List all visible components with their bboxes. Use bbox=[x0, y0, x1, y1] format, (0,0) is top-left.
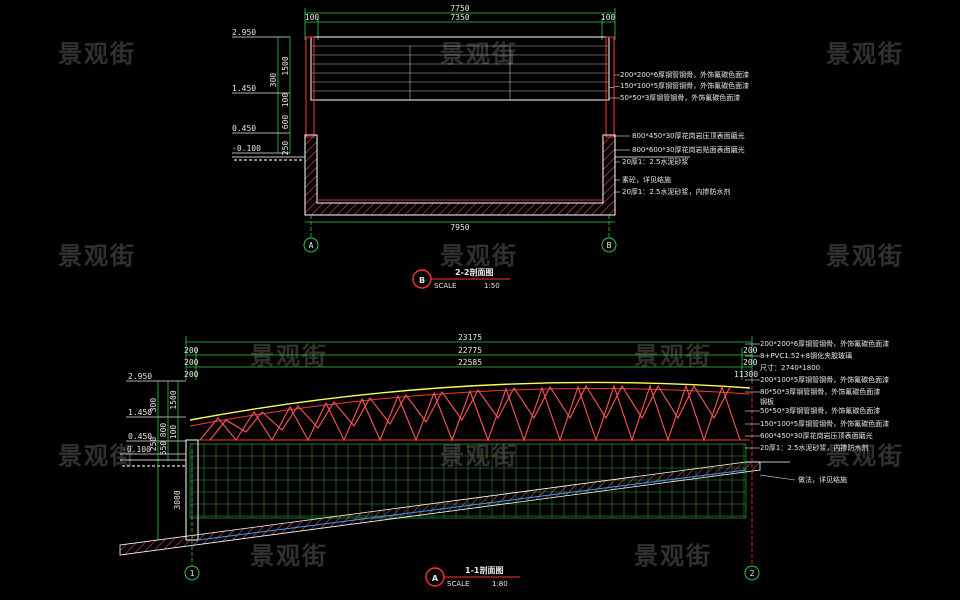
dim-inner: 22585 bbox=[458, 358, 482, 367]
vdim: 600 bbox=[281, 115, 290, 130]
note: 20厚1：2.5水泥砂浆，内掺防水剂 bbox=[760, 443, 869, 452]
note: 200*200*6厚钢管钢骨，外饰氟碳色面漆 bbox=[760, 339, 889, 348]
vdim: 300 bbox=[269, 73, 278, 88]
note: 50*50*3厚钢管钢骨，外饰氟碳色面漆 bbox=[760, 406, 880, 415]
vdim: 250 bbox=[149, 437, 158, 452]
note: 20厚1：2.5水泥砂浆，内掺防水剂 bbox=[622, 187, 731, 196]
level-2950: 2.950 bbox=[232, 28, 256, 37]
axis-bubble-b bbox=[601, 237, 617, 253]
level-minus0100: -0.100 bbox=[122, 445, 151, 454]
note: 200*100*5厚钢管钢骨，外饰氟碳色面漆 bbox=[760, 375, 889, 384]
vdim: 250 bbox=[281, 141, 290, 156]
vdim: 300 bbox=[149, 398, 158, 413]
section-1-1: 23175 22775 22585 200 200 200 200 200 11… bbox=[119, 333, 889, 588]
axis-label-1: 1 bbox=[190, 569, 195, 578]
vdim: 550 bbox=[159, 441, 168, 456]
axis-label-2: 2 bbox=[750, 569, 755, 578]
level-0450: 0.450 bbox=[232, 124, 256, 133]
level-0450: 0.450 bbox=[128, 432, 152, 441]
truss bbox=[199, 384, 741, 442]
level-minus0100: -0.100 bbox=[232, 144, 261, 153]
note: 素砼，详见结施 bbox=[622, 175, 671, 184]
vdim: 1500 bbox=[169, 390, 178, 409]
dim-inner: 7350 bbox=[450, 13, 469, 22]
scale-value: 1:80 bbox=[492, 580, 508, 588]
axis-label-b: B bbox=[607, 241, 612, 250]
note: 800*450*30厚花岗岩压顶表面磨光 bbox=[632, 131, 745, 140]
vdim: 800 bbox=[159, 423, 168, 438]
dim-left-edge: 100 bbox=[305, 13, 320, 22]
dim-mid: 22775 bbox=[458, 346, 482, 355]
dim-small: 200 bbox=[184, 346, 199, 355]
note: 尺寸：2740*1800 bbox=[760, 363, 820, 372]
dim-overall: 7750 bbox=[450, 4, 469, 13]
dim-small: 200 bbox=[743, 358, 758, 367]
dim-small: 200 bbox=[184, 358, 199, 367]
vdim: 100 bbox=[169, 425, 178, 440]
section-title: 1-1剖面图 bbox=[465, 565, 503, 575]
dim-small: 200 bbox=[184, 370, 199, 379]
dim-bottom: 7950 bbox=[450, 223, 469, 232]
title-letter: B bbox=[419, 276, 425, 285]
note: 150*100*5厚钢管钢骨，外饰氟碳色面漆 bbox=[620, 81, 749, 90]
axis-bubble-2 bbox=[744, 565, 760, 581]
scale-label: SCALE bbox=[447, 580, 469, 588]
vdim: 3080 bbox=[173, 490, 182, 509]
axis-bubble-1 bbox=[184, 565, 200, 581]
scale-value: 1:50 bbox=[484, 282, 500, 290]
axis-bubble-a bbox=[303, 237, 319, 253]
title-letter: A bbox=[432, 574, 439, 583]
note: 8+PVC1.52+8钢化夹胶玻璃 bbox=[760, 351, 852, 360]
note: 20厚1：2.5水泥砂浆 bbox=[622, 157, 689, 166]
note: 150*100*5厚钢管钢骨，外饰氟碳色面漆 bbox=[760, 419, 889, 428]
note: 80*50*3厚钢管钢骨，外饰氟碳色面漆 bbox=[760, 387, 880, 396]
dim-right-edge: 100 bbox=[601, 13, 616, 22]
axis-label-a: A bbox=[309, 241, 314, 250]
vdim: 1500 bbox=[281, 56, 290, 75]
note: 钢板 bbox=[760, 397, 774, 406]
level-2950: 2.950 bbox=[128, 372, 152, 381]
scale-label: SCALE bbox=[434, 282, 456, 290]
level-1450: 1.450 bbox=[128, 408, 152, 417]
dim-overall: 23175 bbox=[458, 333, 482, 342]
section-title: 2-2剖面图 bbox=[455, 267, 493, 277]
note: 200*200*6厚钢管钢骨，外饰氟碳色面漆 bbox=[620, 70, 749, 79]
level-1450: 1.450 bbox=[232, 84, 256, 93]
dim-small: 200 bbox=[743, 346, 758, 355]
dim-small: 11300 bbox=[734, 370, 758, 379]
note: 50*50*3厚钢管钢骨，外饰氟碳色面漆 bbox=[620, 93, 740, 102]
section-2-2: 7750 7350 100 100 2.950 1.450 0.450 -0.1… bbox=[232, 4, 749, 290]
note: 600*450*30厚花岗岩压顶表面磨光 bbox=[760, 431, 873, 440]
vdim: 100 bbox=[281, 93, 290, 108]
note: 做法，详见结施 bbox=[798, 475, 847, 484]
note: 800*600*30厚花岗岩贴面表面磨光 bbox=[632, 145, 745, 154]
